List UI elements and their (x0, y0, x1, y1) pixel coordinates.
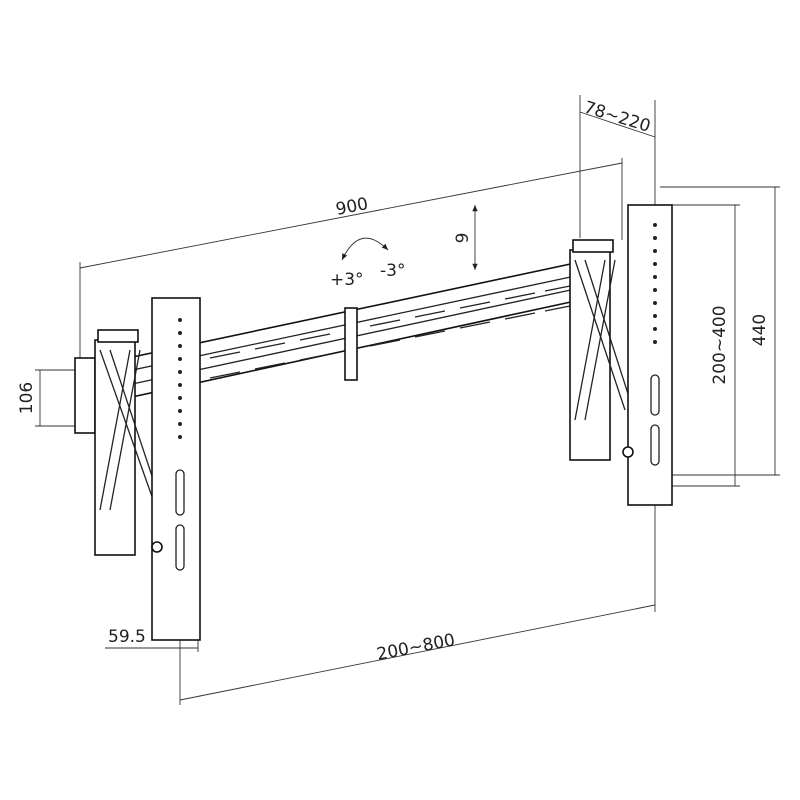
right-arm-bracket (569, 204, 673, 506)
tilt-plus-label: +3° (330, 270, 364, 290)
width-label: 900 (334, 194, 370, 220)
vesa-horizontal-label: 200~800 (375, 630, 457, 665)
arm-offset-label: 59.5 (108, 627, 146, 647)
vertical-adjust-label: 9 (453, 233, 473, 244)
height-label: 440 (750, 314, 770, 346)
depth-label: 78~220 (582, 98, 653, 137)
rail-height-label: 106 (17, 382, 37, 414)
left-arm-bracket (74, 297, 201, 641)
vesa-vertical-label: 200~400 (710, 305, 730, 384)
tilt-minus-label: -3° (380, 261, 405, 281)
